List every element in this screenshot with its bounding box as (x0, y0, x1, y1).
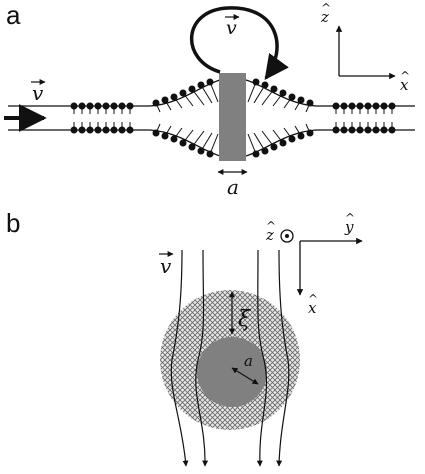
svg-text:v: v (32, 81, 44, 105)
lipid-molecules (70, 78, 396, 158)
lipid-group-left-bottom (70, 122, 134, 134)
svg-text:^: ^ (321, 1, 331, 15)
streamline-3 (256, 249, 268, 467)
xi-label: ξ (238, 307, 252, 332)
axis-z-label: z (320, 8, 329, 26)
radius-arrow-icon (231, 367, 259, 385)
velocity-label-b: v (159, 251, 174, 278)
inclusion-core (197, 337, 267, 407)
axis-x-label: x (400, 76, 409, 94)
width-label: a (227, 175, 239, 199)
svg-text:^: ^ (308, 292, 318, 306)
lipid-group-right-bottom (332, 122, 396, 134)
streamline-1 (170, 249, 189, 467)
svg-text:^: ^ (400, 69, 410, 83)
axes-b: z ^ y ^ x ^ (265, 211, 363, 317)
lipid-group-right-ramp-top (247, 78, 314, 113)
svg-text:^: ^ (266, 219, 276, 233)
dot-in-circle-icon (280, 229, 294, 243)
axes-a: z ^ x ^ (320, 1, 410, 94)
lipid-group-left-ramp-top (152, 78, 219, 113)
lipid-group-right-top (332, 102, 396, 114)
circulation-loop-icon (190, 6, 289, 80)
axis-x-down-label: x (308, 299, 317, 317)
lipid-group-left-ramp-bottom (152, 123, 219, 158)
loop-velocity-label: v (225, 14, 240, 39)
svg-text:v: v (226, 17, 237, 39)
inclusion-bar (219, 73, 246, 161)
panel-b: b v ξ a z ^ y ^ (6, 208, 363, 467)
radius-label: a (244, 352, 253, 370)
panel-b-label: b (6, 208, 20, 238)
axis-y-label: y (344, 218, 354, 236)
velocity-label-a: v (31, 79, 46, 105)
streamline-4 (276, 249, 290, 467)
svg-text:v: v (160, 254, 172, 278)
streamlines (170, 249, 290, 467)
lipid-group-right-ramp-bottom (247, 123, 314, 158)
lipid-group-left-top (70, 102, 134, 114)
svg-text:^: ^ (345, 211, 355, 225)
panel-a-label: a (6, 0, 21, 30)
panel-a: a (4, 0, 415, 199)
streamline-2 (195, 249, 209, 467)
axis-z-out-label: z (265, 226, 274, 244)
